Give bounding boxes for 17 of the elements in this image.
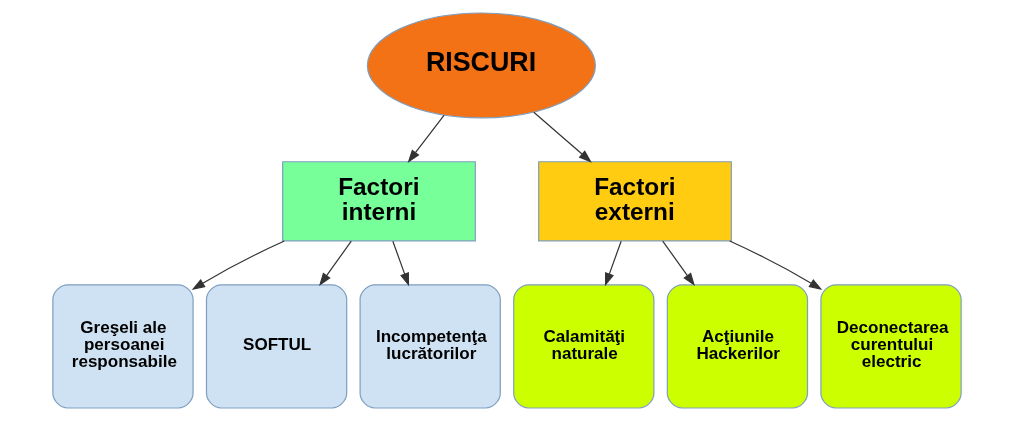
arrow [392, 240, 410, 287]
node-box: Greşeli ale persoanei responsabile [52, 284, 194, 409]
arrow [604, 240, 622, 287]
node-box: Calamităţi naturale [513, 284, 655, 409]
arrow [319, 240, 352, 287]
arrow [191, 240, 285, 290]
node-box: Deconectarea curentului electric [820, 284, 962, 409]
arrow [729, 240, 823, 290]
arrow [407, 114, 445, 163]
arrow [662, 240, 695, 287]
node-box: Factori externi [538, 161, 732, 242]
node-box: Incompetenţa lucrătorilor [359, 284, 501, 409]
node-ellipse: RISCURI [366, 12, 596, 119]
arrow [533, 111, 592, 163]
node-box: Acţiunile Hackerilor [666, 284, 809, 409]
node-box: Factori interni [282, 161, 476, 242]
node-box: SOFTUL [205, 284, 348, 409]
